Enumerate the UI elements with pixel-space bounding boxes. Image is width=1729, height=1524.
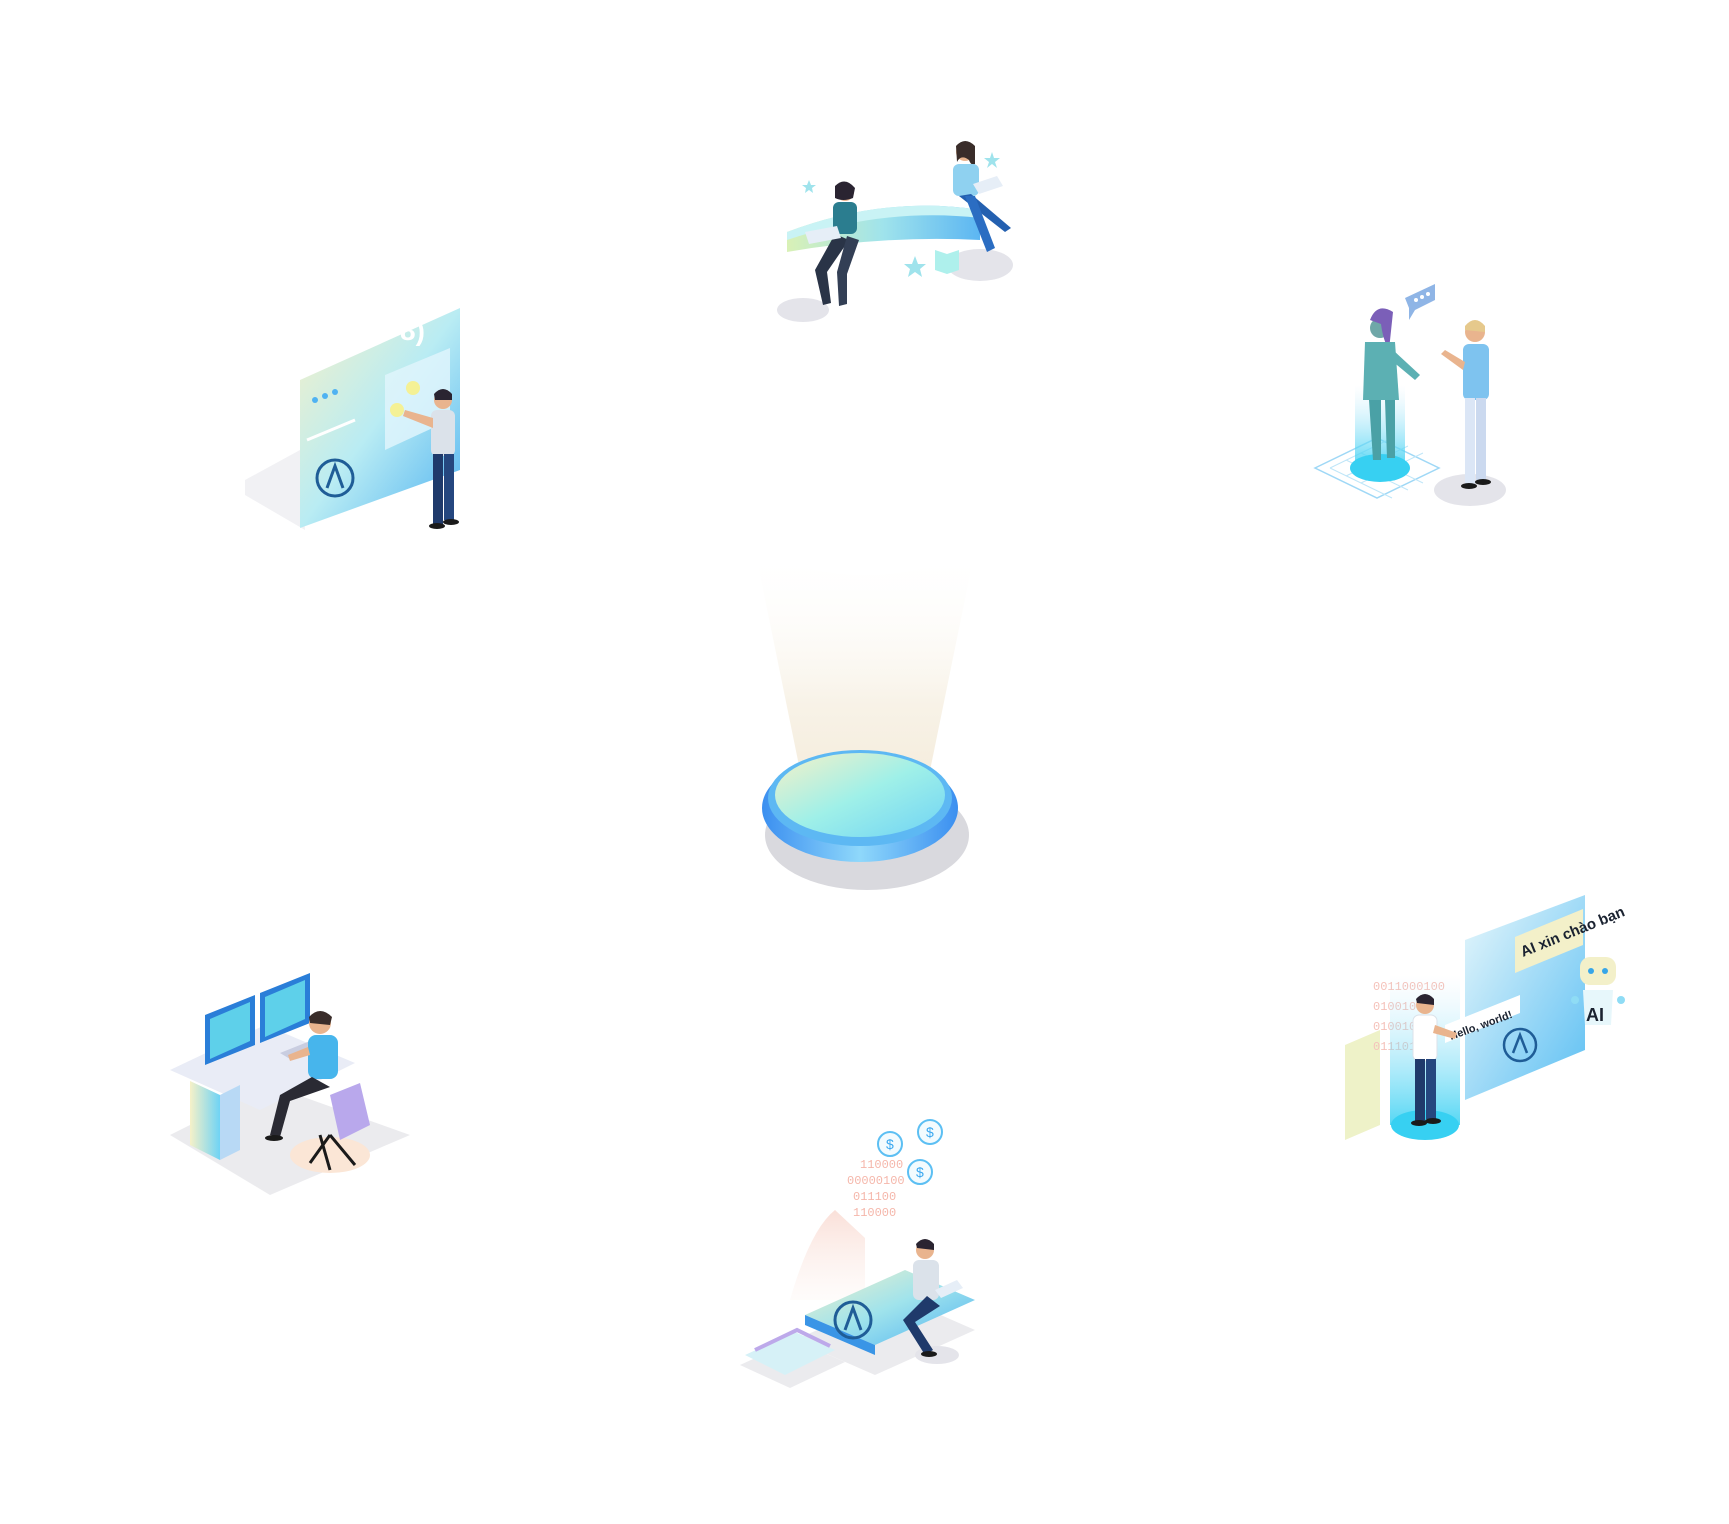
glowing-portal-icon (755, 550, 975, 890)
man-using-touchscreen-icon: 8) (245, 308, 460, 530)
scene-touchscreen: 8) (245, 300, 475, 540)
svg-text:$: $ (886, 1136, 894, 1152)
scene-workstation (170, 973, 420, 1195)
ai-assistant-chat-icon: AI xin chào bạn 0011000100 01001001 0100… (1345, 895, 1627, 1140)
robot-head-icon (1580, 957, 1616, 985)
hologram-conversation-icon (1313, 284, 1506, 506)
finance-binary-line-4: 110000 (853, 1206, 896, 1220)
center-portal (700, 520, 1030, 900)
developer-at-desk-icon (170, 973, 410, 1195)
finance-data-phone-icon: 110000 00000100 011100 110000 $ $ $ (740, 1119, 975, 1388)
finance-binary-line-1: 110000 (860, 1158, 903, 1172)
dollar-coin-icon (907, 1159, 933, 1185)
dollar-coin-icon (877, 1131, 903, 1157)
svg-text:$: $ (916, 1164, 924, 1180)
dollar-coin-icon (917, 1119, 943, 1145)
people-reading-on-bench-icon (777, 141, 1013, 322)
finance-binary-line-3: 011100 (853, 1190, 896, 1204)
scene-finance: 110000 00000100 011100 110000 $ $ $ (735, 1119, 1025, 1400)
finance-binary-line-2: 00000100 (847, 1174, 905, 1188)
scene-ai-assistant: AI xin chào bạn 0011000100 01001001 0100… (1345, 895, 1630, 1160)
screen-glyph: 8) (400, 315, 425, 346)
scene-hologram (1313, 284, 1515, 510)
ai-badge-text: AI (1586, 1005, 1604, 1025)
svg-text:$: $ (926, 1124, 934, 1140)
scene-reading (775, 140, 1045, 330)
